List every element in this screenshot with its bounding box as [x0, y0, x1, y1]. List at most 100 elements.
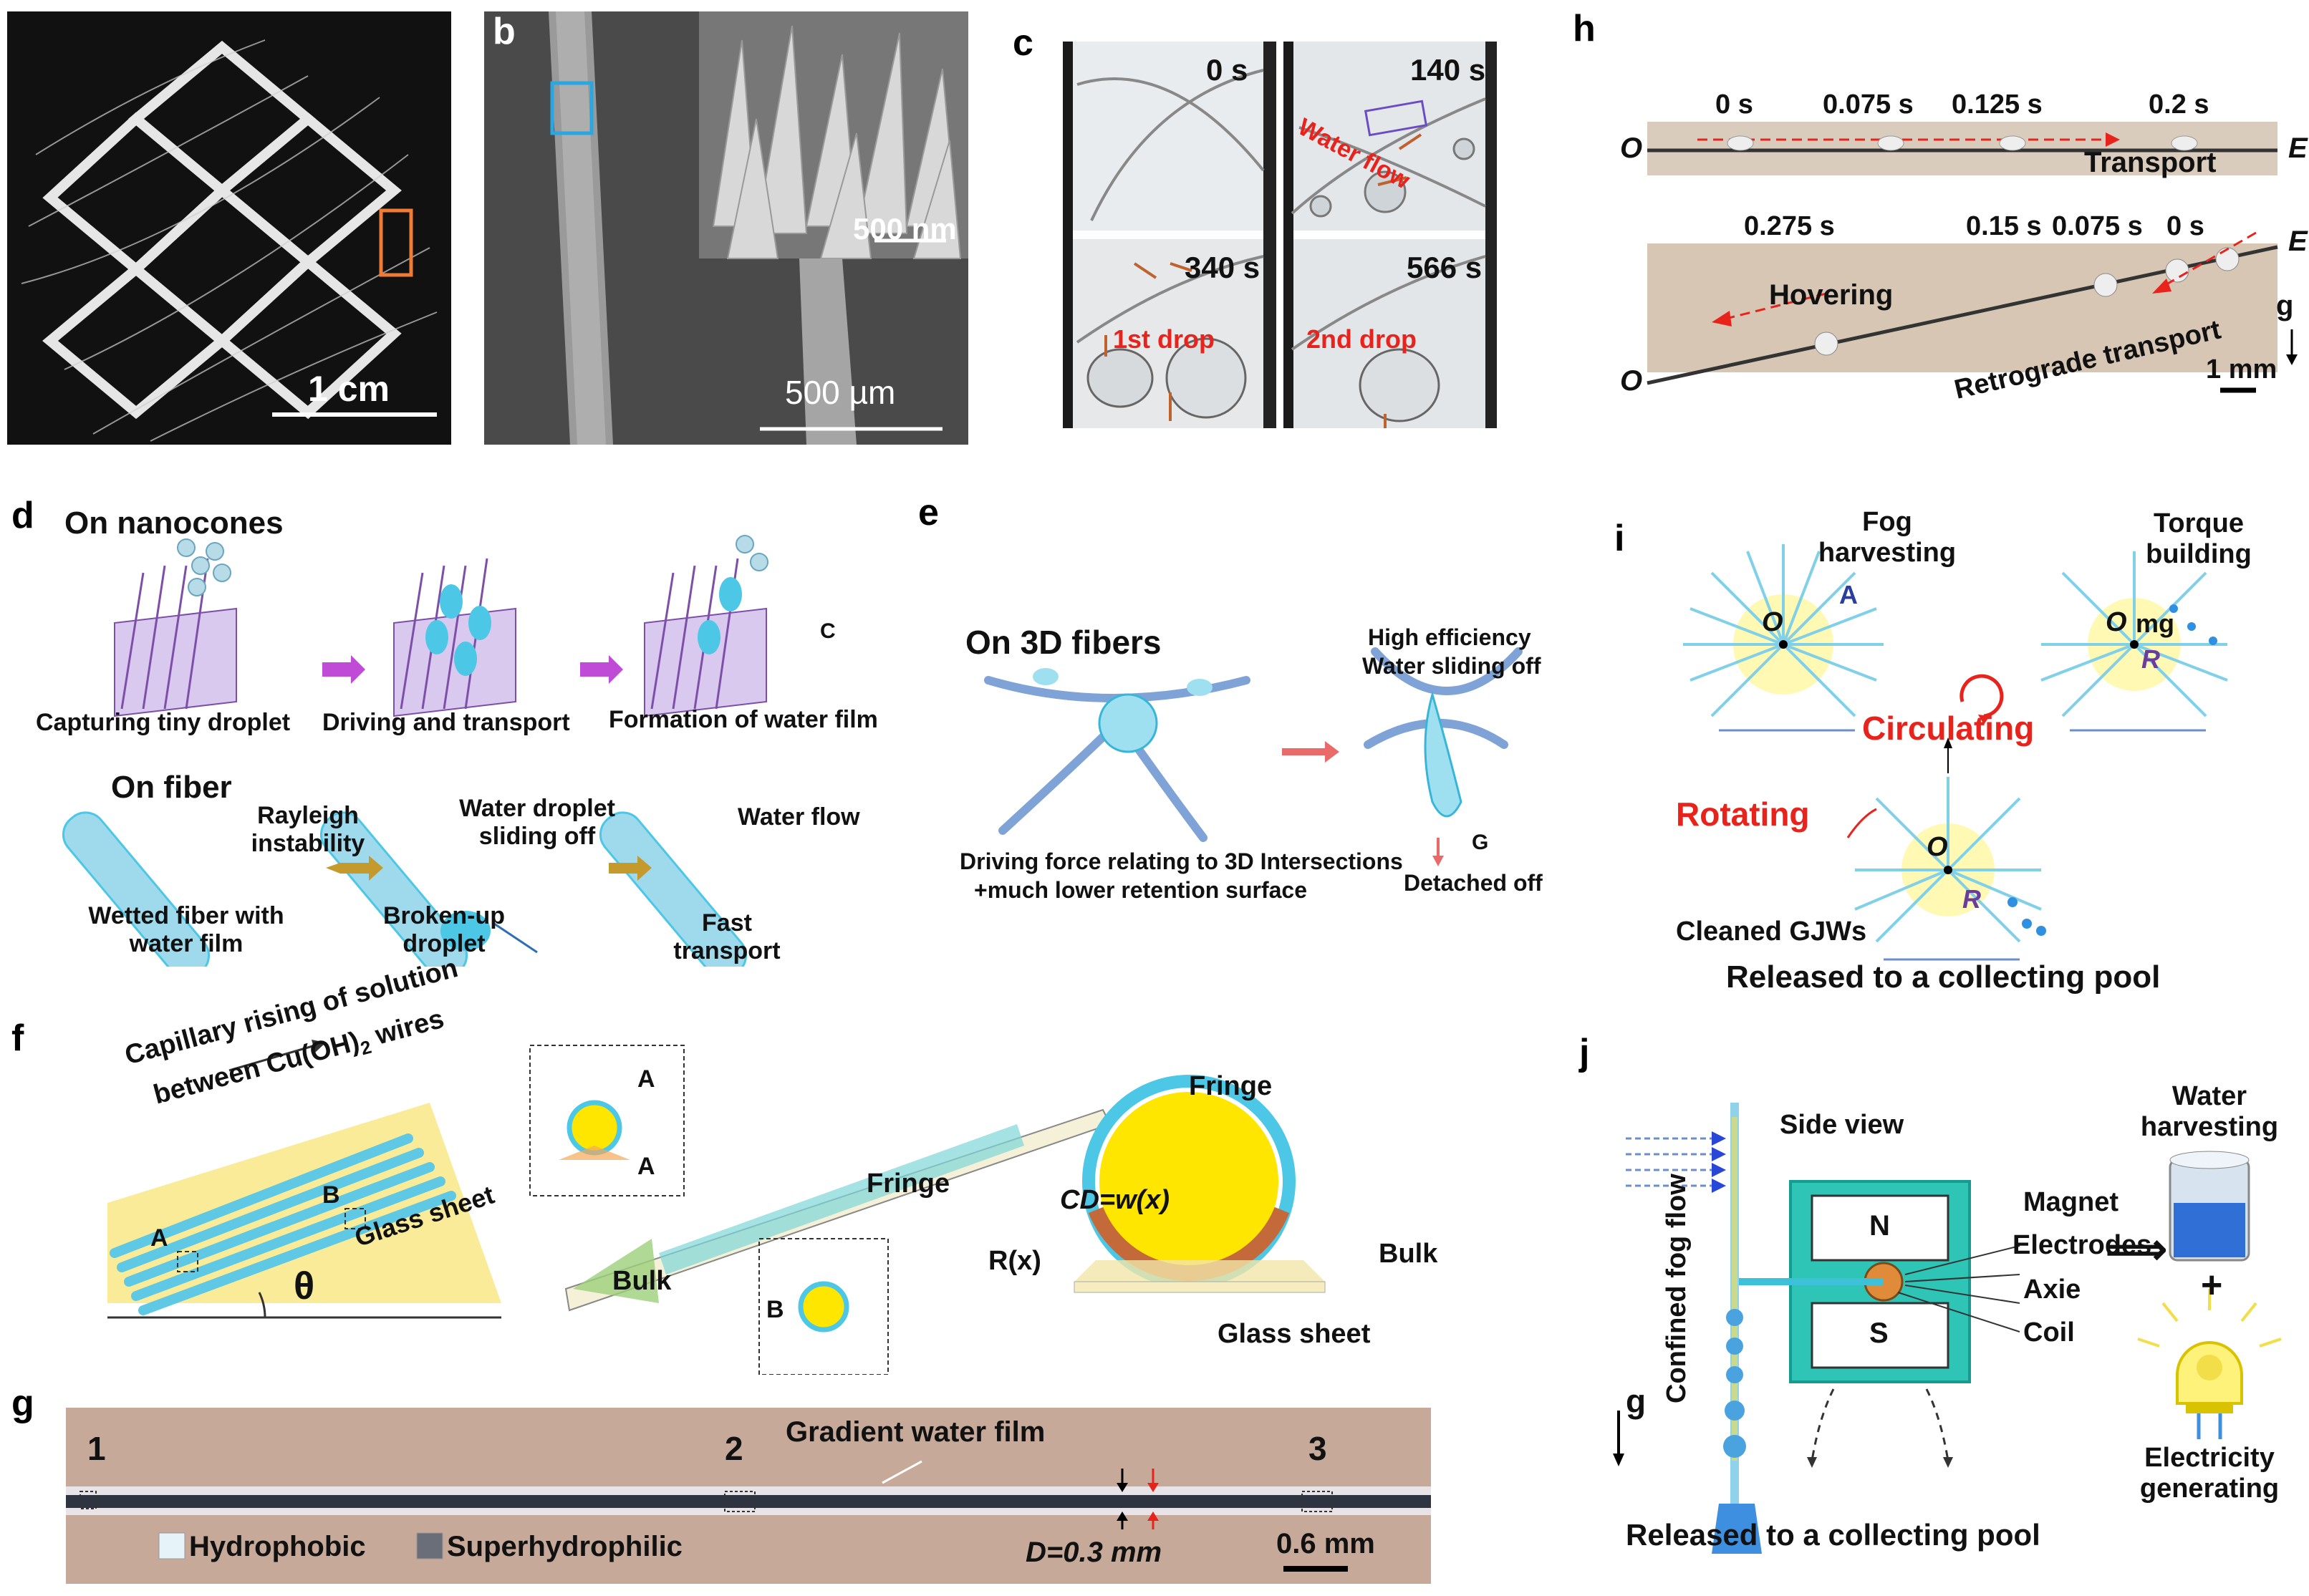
turbine-diagrams	[1683, 544, 2228, 961]
panel-e: On 3D fibers High efficiency Water slidi…	[945, 601, 1576, 917]
origin-3: O	[1927, 832, 1948, 862]
panel-g-photo: 1 2 3 Gradient water film Hydrophobic Su…	[66, 1408, 1431, 1584]
glass-label-right: Glass sheet	[1218, 1319, 1371, 1349]
label-b-left: B	[322, 1181, 340, 1209]
panel-label-c: c	[1013, 22, 1033, 64]
panel-i: Fog harvesting Torque building A O O mg …	[1647, 501, 2306, 1002]
h-time-bottom-3: 0 s	[2166, 211, 2204, 241]
detached-label: Detached off	[1404, 870, 1543, 896]
rayleigh-label: Rayleigh instability	[251, 802, 365, 857]
fog-label: Fog harvesting	[1818, 507, 1957, 568]
g-scale-label: 0.6 mm	[1276, 1528, 1375, 1559]
h-origin-top: O	[1620, 132, 1643, 164]
capillary-diagrams	[107, 1040, 1326, 1375]
torque-label: Torque building	[2146, 508, 2252, 569]
film-caption: Formation of water film	[609, 706, 878, 733]
panel-label-j: j	[1579, 1032, 1590, 1073]
h-end-bottom: E	[2288, 226, 2308, 257]
transport-strips	[1647, 122, 2298, 393]
r-label-2: R	[1962, 884, 1981, 914]
label-b-box: B	[766, 1296, 784, 1323]
panel-d: On nanocones	[21, 494, 924, 967]
gradient-label: Gradient water film	[786, 1416, 1046, 1448]
region-2: 2	[725, 1430, 743, 1467]
h-scale-label: 1 mm	[2206, 354, 2277, 385]
panel-a-photo: 1 cm	[7, 11, 451, 445]
panel-j: Side view N S Magnet Electrodes Axie Coi…	[1604, 1060, 2309, 1590]
driving-force-2: +much lower retention surface	[974, 877, 1308, 903]
time-340: 340 s	[1185, 251, 1260, 284]
panel-b-sem: 500 nm 500 µm	[484, 11, 968, 445]
sliding-label: Water droplet sliding off	[459, 795, 615, 850]
panel-h: 0 s 0.075 s 0.125 s 0.2 s O E Transport …	[1590, 72, 2308, 415]
electrodes-label: Electrodes	[2012, 1230, 2152, 1260]
gravity-label: g	[2276, 290, 2294, 321]
mg-label: mg	[2136, 609, 2174, 638]
cd-label: CD=w(x)	[1060, 1185, 1170, 1215]
broken-label: Broken-up droplet	[383, 902, 505, 957]
released-label-j: Released to a collecting pool	[1626, 1518, 2040, 1552]
magnet-label: Magnet	[2023, 1187, 2118, 1217]
arrow-right: ⟹	[2106, 1225, 2168, 1273]
g-label-j: g	[1626, 1383, 1647, 1420]
waterflow-label: Water flow	[738, 803, 860, 831]
label-a-box-top: A	[637, 1065, 655, 1093]
fast-label: Fast transport	[673, 909, 781, 964]
h-time-top-2: 0.125 s	[1952, 90, 2043, 120]
panel-label-e: e	[918, 492, 939, 533]
e-title: On 3D fibers	[965, 624, 1162, 661]
label-a-left: A	[150, 1224, 168, 1252]
released-label-i: Released to a collecting pool	[1726, 959, 2161, 995]
side-view-label: Side view	[1780, 1110, 1904, 1140]
h-time-bottom-1: 0.15 s	[1966, 211, 2042, 241]
scale-bar-label: 1 cm	[308, 369, 390, 409]
label-a-box-bottom: A	[637, 1153, 655, 1180]
transport-label: Transport	[2084, 147, 2217, 178]
water-film-strip	[66, 1408, 1431, 1584]
hydrophobic-legend: Hydrophobic	[189, 1531, 366, 1562]
driving-force-1: Driving force relating to 3D Intersectio…	[960, 848, 1403, 874]
h-end-top: E	[2288, 132, 2308, 164]
r-label-1: R	[2141, 644, 2160, 674]
circulating-label: Circulating	[1862, 710, 2035, 747]
bulk-middle: Bulk	[612, 1266, 672, 1296]
origin-1: O	[1762, 607, 1783, 637]
plus-sign: +	[2201, 1264, 2223, 1306]
bulk-right: Bulk	[1379, 1239, 1438, 1269]
h-time-bottom-2: 0.075 s	[2052, 211, 2143, 241]
time-140: 140 s	[1410, 53, 1486, 87]
generator-diagram	[1613, 1103, 2282, 1554]
capturing-caption: Capturing tiny droplet	[36, 709, 291, 736]
panel-label-b: b	[493, 11, 516, 52]
h-time-bottom-0: 0.275 s	[1744, 211, 1835, 241]
fringe-right: Fringe	[1189, 1071, 1273, 1101]
first-drop-label: 1st drop	[1113, 324, 1215, 354]
coil-label: Coil	[2023, 1317, 2075, 1348]
superhydrophilic-legend: Superhydrophilic	[447, 1531, 683, 1562]
cleaned-label: Cleaned GJWs	[1676, 917, 1867, 947]
fringe-middle: Fringe	[867, 1169, 950, 1199]
nanocones-title: On nanocones	[64, 506, 284, 541]
g-letter: G	[1472, 831, 1489, 854]
panel-label-g: g	[11, 1383, 34, 1424]
3d-fiber-diagram	[984, 647, 1523, 866]
panel-label-d: d	[11, 495, 34, 536]
d-label: D=0.3 mm	[1026, 1537, 1162, 1568]
confined-label: Confined fog flow	[1662, 1174, 1692, 1403]
time-566: 566 s	[1407, 251, 1483, 284]
high-efficiency-label: High efficiency	[1368, 624, 1531, 650]
h-time-top-3: 0.2 s	[2149, 90, 2209, 120]
scale-inset-label: 500 nm	[853, 212, 957, 246]
n-pole: N	[1869, 1210, 1890, 1242]
region-1: 1	[87, 1430, 106, 1467]
h-time-top-0: 0 s	[1715, 90, 1753, 120]
letter-c: C	[820, 619, 836, 643]
panel-label-i: i	[1614, 518, 1625, 559]
rx-label: R(x)	[988, 1246, 1041, 1276]
driving-caption: Driving and transport	[322, 709, 570, 736]
region-3: 3	[1308, 1430, 1327, 1467]
panel-c-photos: 0 s 140 s 340 s 566 s Water flow 1st dro…	[1063, 42, 1497, 428]
sliding-off-label: Water sliding off	[1362, 653, 1541, 679]
theta-label: θ	[294, 1264, 315, 1307]
fiber-title: On fiber	[111, 770, 232, 805]
